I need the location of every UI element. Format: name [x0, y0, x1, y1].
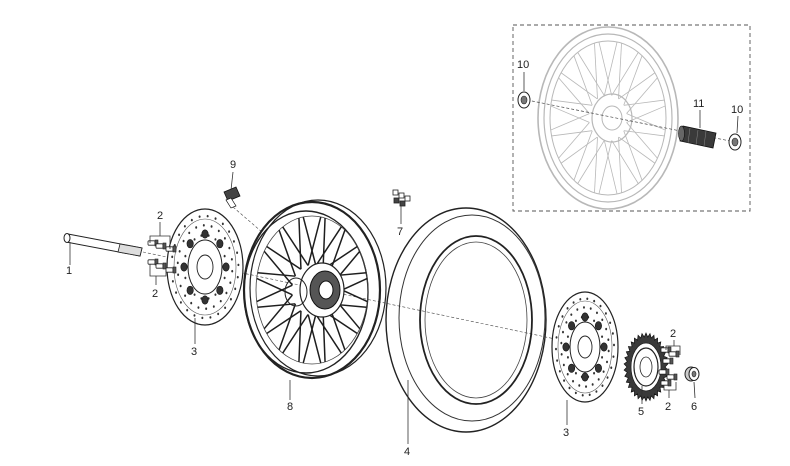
- inset-wheel-ghost: [537, 26, 679, 210]
- callout-disc-left: 3: [191, 346, 197, 358]
- callout-bearing-left: 10: [517, 59, 529, 71]
- callout-bolts-upper-left: 2: [157, 210, 163, 222]
- valve-stem: [223, 186, 263, 233]
- spacer: [684, 366, 700, 382]
- callout-inner-spacer: 11: [693, 98, 704, 110]
- callout-clips: 7: [397, 226, 403, 238]
- clip-fasteners: [392, 189, 411, 207]
- sprocket: [623, 332, 669, 402]
- wheel-rim: [242, 199, 387, 380]
- callout-disc-right: 3: [563, 427, 569, 439]
- brake-disc-right: [551, 291, 619, 403]
- callout-bearing-right: 10: [731, 104, 743, 116]
- bearing-left: [517, 91, 531, 109]
- callout-labels: 1 2 2 3 9 8 7 4 3 5 2 2 6 10 10 11: [66, 59, 743, 458]
- callout-bolts-lower-right: 2: [665, 401, 671, 413]
- callout-axle: 1: [66, 265, 72, 277]
- callout-bolts-lower-left: 2: [152, 288, 158, 300]
- callout-wheel: 8: [287, 401, 293, 413]
- callout-sprocket: 5: [638, 406, 644, 418]
- callout-bolts-upper-right: 2: [670, 328, 676, 340]
- tire: [385, 207, 547, 433]
- leader-lines: [69, 72, 739, 444]
- brake-disc-left: [166, 208, 244, 326]
- inset-detail-box: [512, 24, 751, 212]
- inner-spacer: [678, 125, 717, 149]
- callout-spacer: 6: [691, 401, 697, 413]
- callout-valve: 9: [230, 159, 236, 171]
- bearing-right: [728, 133, 742, 151]
- callout-tire: 4: [404, 446, 410, 458]
- axle: [63, 233, 143, 257]
